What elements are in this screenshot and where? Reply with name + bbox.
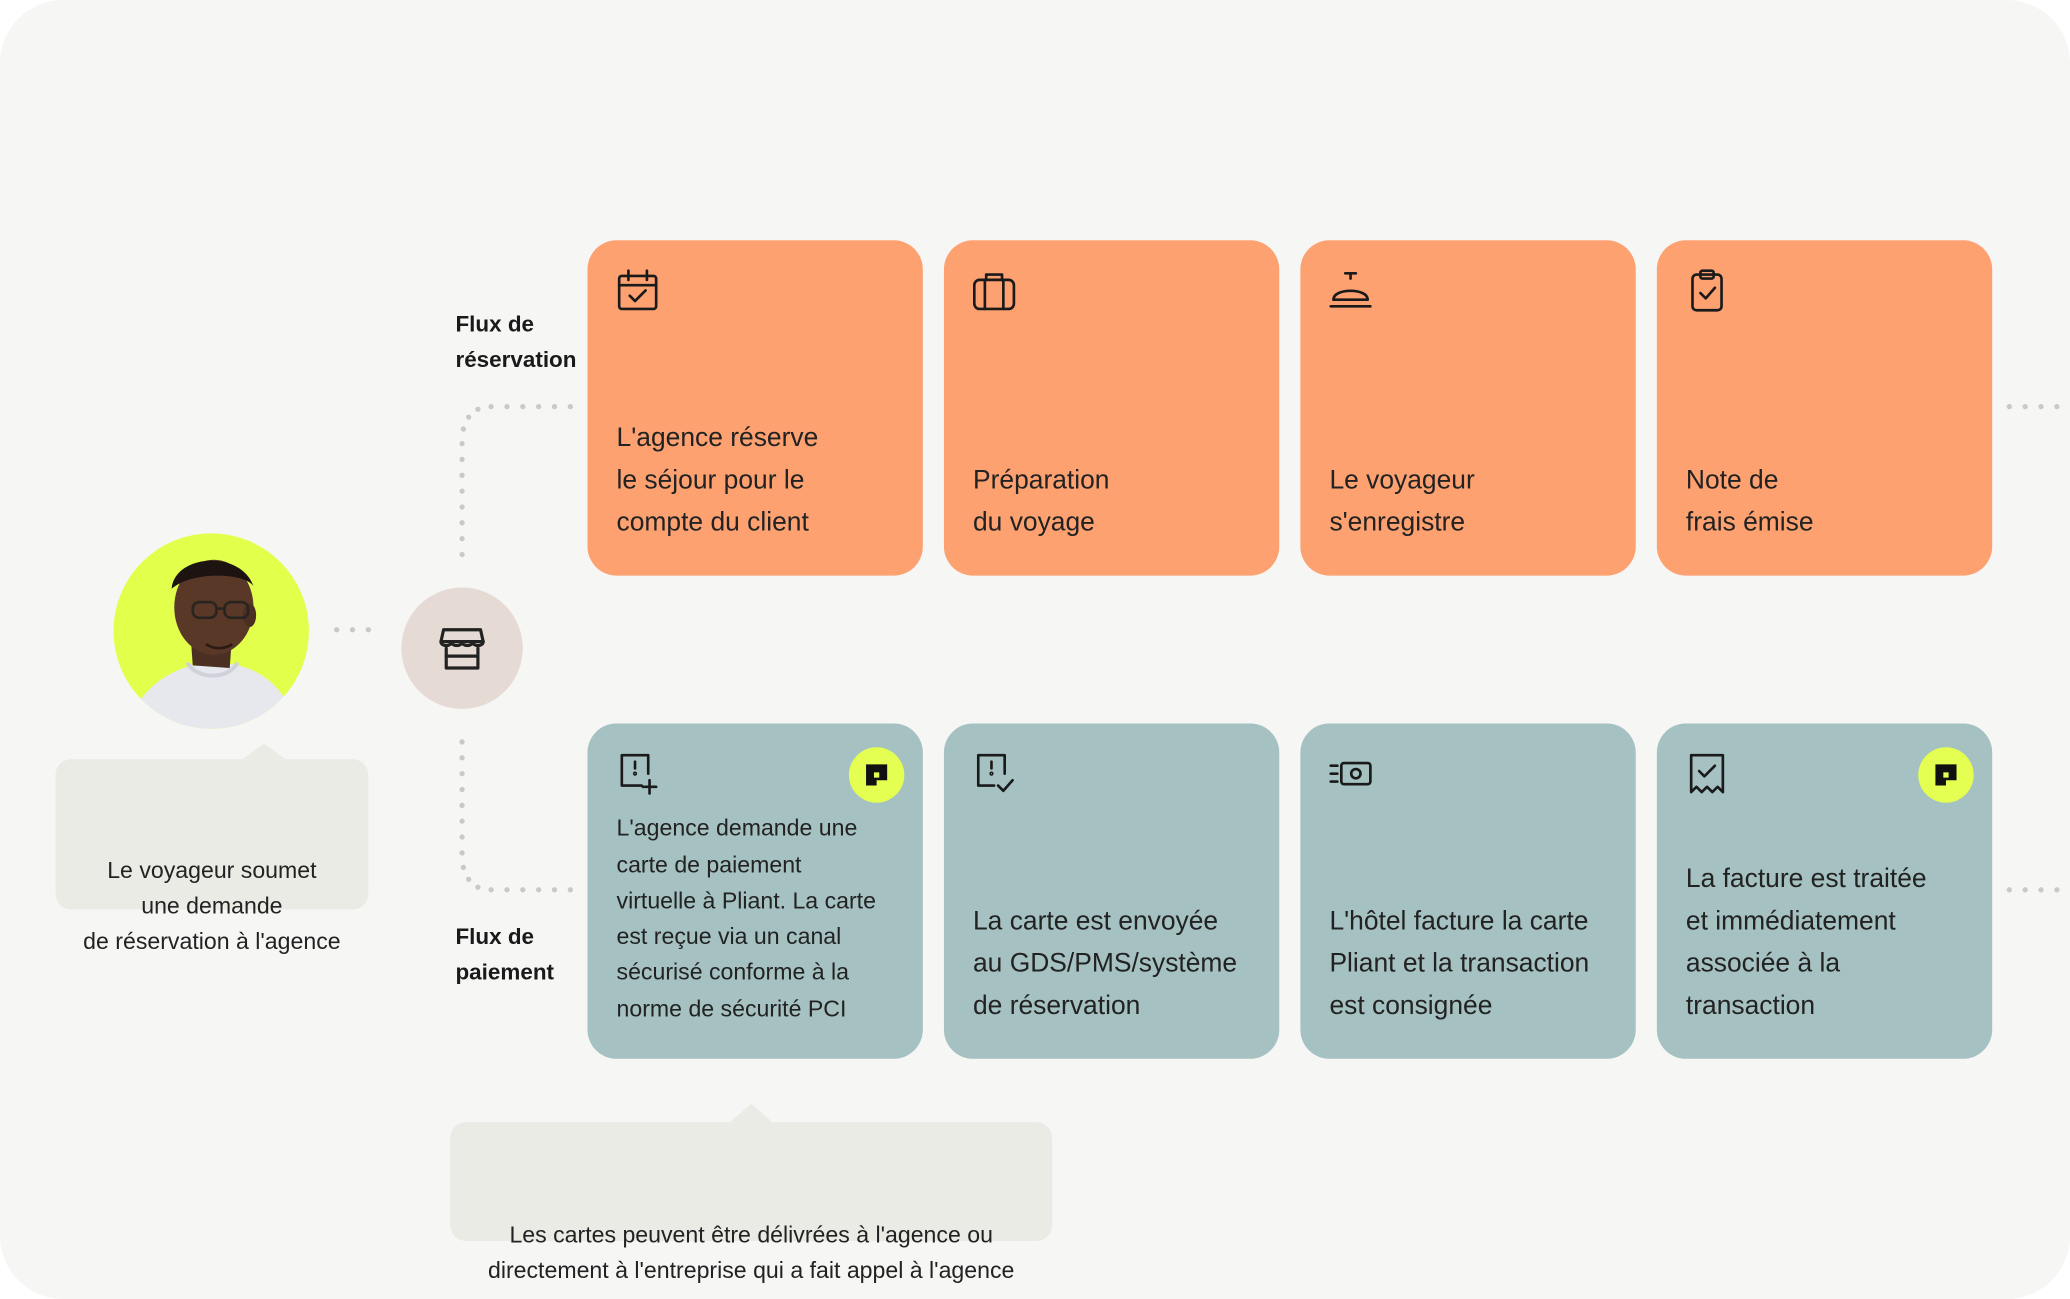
- traveler-avatar: [113, 533, 309, 729]
- receipt-check-icon: [1689, 753, 1725, 794]
- cards-delivery-note: Les cartes peuvent être délivrées à l'ag…: [450, 1103, 1053, 1283]
- clipboard-check-icon: [1691, 269, 1723, 312]
- cards-delivery-note-text: Les cartes peuvent être délivrées à l'ag…: [487, 1221, 1015, 1284]
- card-add-icon: [620, 753, 658, 795]
- booking-step-text: Le voyageur s'enregistre: [1329, 466, 1475, 538]
- payment-step-text: La carte est envoyée au GDS/PMS/système …: [972, 906, 1238, 1021]
- payment-flow-label: Flux de paiement: [455, 919, 554, 990]
- booking-step-card: Le voyageur s'enregistre: [1300, 240, 1636, 576]
- payment-flow-label-line1: Flux de: [455, 924, 535, 950]
- booking-flow-label-line2: réservation: [455, 347, 577, 373]
- payment-flow-label-line2: paiement: [455, 959, 555, 985]
- payment-step-text: L'hôtel facture la carte Pliant et la tr…: [1329, 906, 1590, 1021]
- pliant-logo: [866, 764, 888, 786]
- storefront-icon: [439, 628, 485, 670]
- traveler-caption-text: Le voyageur soumet une demande de réserv…: [83, 856, 341, 955]
- briefcase-icon: [972, 273, 1016, 311]
- caption-pointer: [242, 743, 286, 760]
- traveler-photo: [126, 559, 299, 729]
- booking-step-text: Note de frais émise: [1685, 466, 1814, 538]
- traveler-caption: Le voyageur soumet une demande de réserv…: [55, 743, 369, 955]
- booking-flow-label-line1: Flux de: [455, 311, 535, 337]
- payment-step-text: L'agence demande une carte de paiement v…: [616, 814, 876, 1022]
- pliant-badge: [848, 747, 905, 803]
- payment-step-card: La carte est envoyée au GDS/PMS/système …: [943, 723, 1280, 1059]
- card-check-icon: [976, 753, 1014, 793]
- note-pointer: [730, 1103, 773, 1123]
- booking-step-card: L'agence réserve le séjour pour le compt…: [587, 240, 923, 576]
- cash-icon: [1329, 761, 1372, 786]
- pliant-badge: [1918, 747, 1974, 803]
- payment-step-card: La facture est traitée et immédiatement …: [1656, 723, 1993, 1059]
- payment-step-card: L'hôtel facture la carte Pliant et la tr…: [1300, 723, 1636, 1059]
- booking-step-card: Préparation du voyage: [943, 240, 1280, 576]
- agency-node: [401, 587, 523, 709]
- payment-step-card: L'agence demande une carte de paiement v…: [587, 723, 923, 1059]
- booking-step-card: Note de frais émise: [1656, 240, 1993, 576]
- booking-step-text: L'agence réserve le séjour pour le compt…: [616, 423, 819, 538]
- service-bell-icon: [1329, 271, 1372, 308]
- booking-flow-label: Flux de réservation: [455, 306, 576, 377]
- calendar-check-icon: [617, 269, 658, 311]
- pliant-logo: [1935, 764, 1957, 786]
- payment-step-text: La facture est traitée et immédiatement …: [1685, 864, 1927, 1021]
- booking-step-text: Préparation du voyage: [972, 466, 1110, 538]
